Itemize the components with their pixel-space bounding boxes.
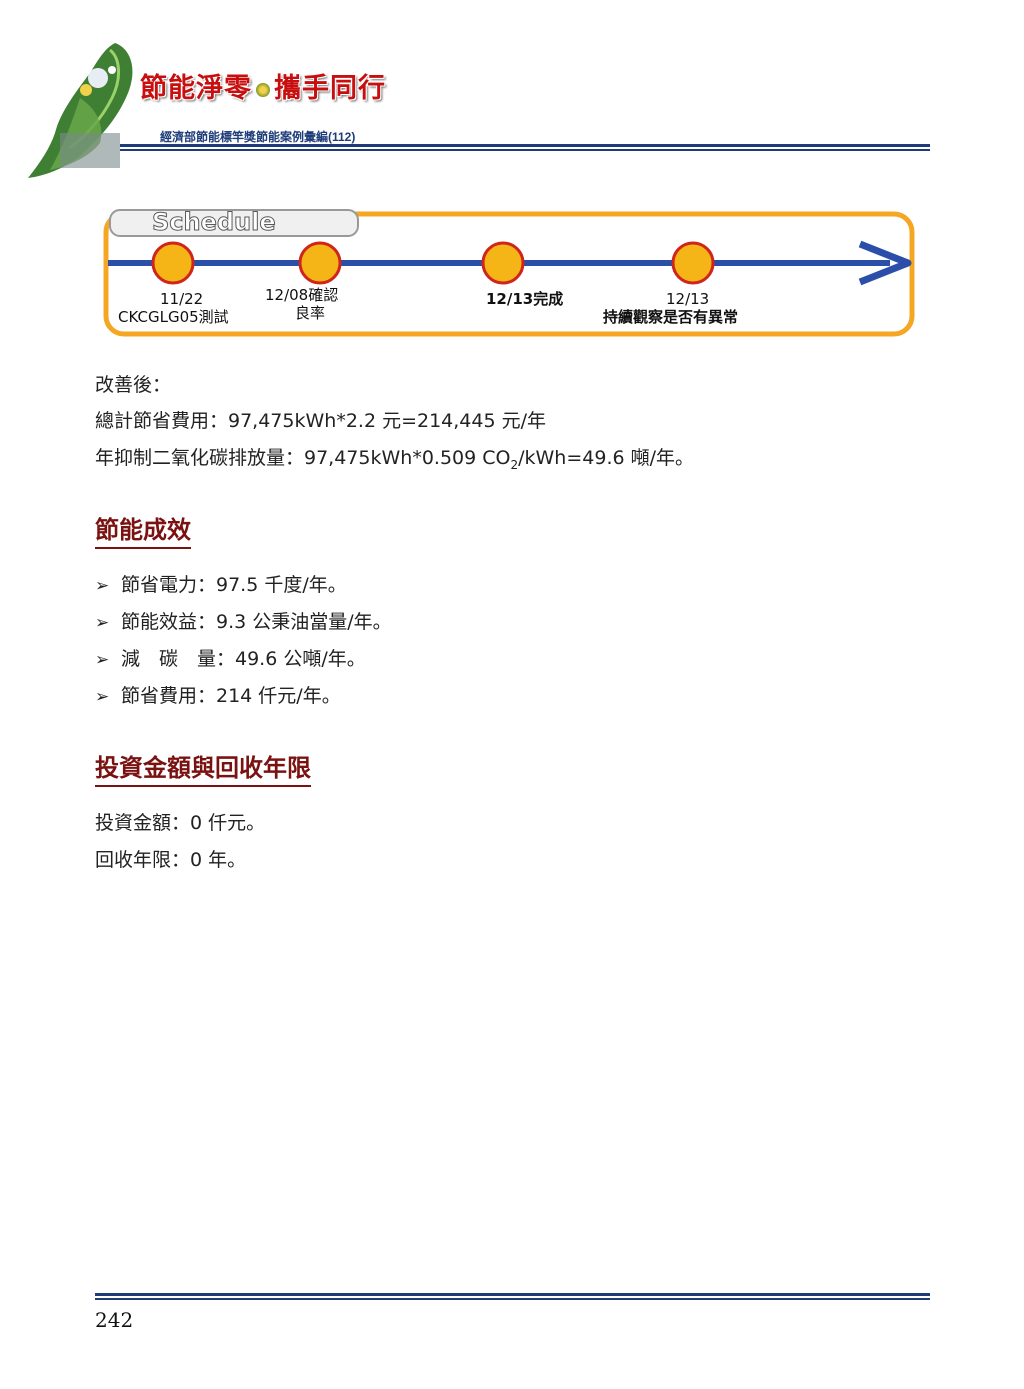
footer-rule	[95, 1293, 930, 1296]
milestone-label-2: 良率	[295, 304, 325, 322]
co2-prefix: 年抑制二氧化碳排放量：97,475kWh*0.509 CO	[95, 447, 511, 469]
milestone-node-3	[481, 241, 525, 285]
milestone-date-2: 12/08確認	[265, 286, 338, 304]
slogan-left: 節能淨零	[140, 73, 252, 104]
co2-suffix: /kWh=49.6 噸/年。	[518, 447, 695, 469]
schedule-timeline: Schedule 11/22 CKCGLG05測試 12/08確認 良率 12/…	[103, 208, 915, 337]
effect-item: ➢ 節省費用：214 仟元/年。	[95, 681, 341, 708]
effect-item: ➢ 減 碳 量：49.6 公噸/年。	[95, 644, 366, 671]
page-number: 242	[95, 1308, 134, 1332]
effects-heading: 節能成效	[95, 510, 191, 549]
milestone-date-3: 12/13完成	[486, 290, 563, 308]
milestone-date-4: 12/13	[666, 290, 709, 308]
arrow-bullet-icon: ➢	[95, 687, 110, 707]
taiwan-leaf-logo	[28, 43, 133, 178]
flower-icon	[256, 82, 270, 97]
effect-item-text: 節能效益：9.3 公秉油當量/年。	[121, 611, 392, 633]
arrow-bullet-icon: ➢	[95, 650, 110, 670]
footer-rule-thin	[95, 1298, 930, 1300]
effect-item: ➢ 節省電力：97.5 千度/年。	[95, 570, 347, 597]
after-intro: 改善後：	[95, 374, 172, 396]
page-header: 節能淨零攜手同行 經濟部節能標竿獎節能案例彙編(112)	[0, 0, 1024, 190]
slogan-right: 攜手同行	[274, 73, 386, 104]
slogan: 節能淨零攜手同行	[140, 66, 386, 105]
milestone-node-1	[151, 241, 195, 285]
investment-amount: 投資金額：0 仟元。	[95, 812, 266, 834]
header-rule-thin	[120, 149, 930, 151]
payback-period: 回收年限：0 年。	[95, 849, 247, 871]
investment-heading: 投資金額與回收年限	[95, 748, 311, 787]
milestone-date-1: 11/22	[160, 290, 203, 308]
milestone-label-4: 持續觀察是否有異常	[603, 308, 738, 326]
milestone-node-4	[671, 241, 715, 285]
effect-item-text: 節省電力：97.5 千度/年。	[121, 574, 347, 596]
co2-subscript: 2	[510, 457, 519, 472]
schedule-title: Schedule	[152, 208, 276, 236]
schedule-title-tab	[109, 209, 359, 237]
timeline-arrow-icon	[858, 240, 912, 286]
co2-reduction-line: 年抑制二氧化碳排放量：97,475kWh*0.509 CO2/kWh=49.6 …	[95, 443, 694, 472]
header-rule	[120, 144, 930, 147]
effect-item-text: 節省費用：214 仟元/年。	[121, 685, 341, 707]
arrow-bullet-icon: ➢	[95, 613, 110, 633]
effect-item: ➢ 節能效益：9.3 公秉油當量/年。	[95, 607, 392, 634]
milestone-label-1: CKCGLG05測試	[118, 308, 229, 326]
effect-item-text: 減 碳 量：49.6 公噸/年。	[121, 648, 366, 670]
arrow-bullet-icon: ➢	[95, 576, 110, 596]
cost-savings-line: 總計節省費用：97,475kWh*2.2 元=214,445 元/年	[95, 410, 547, 432]
header-subtitle: 經濟部節能標竿獎節能案例彙編(112)	[160, 130, 356, 144]
milestone-node-2	[298, 241, 342, 285]
